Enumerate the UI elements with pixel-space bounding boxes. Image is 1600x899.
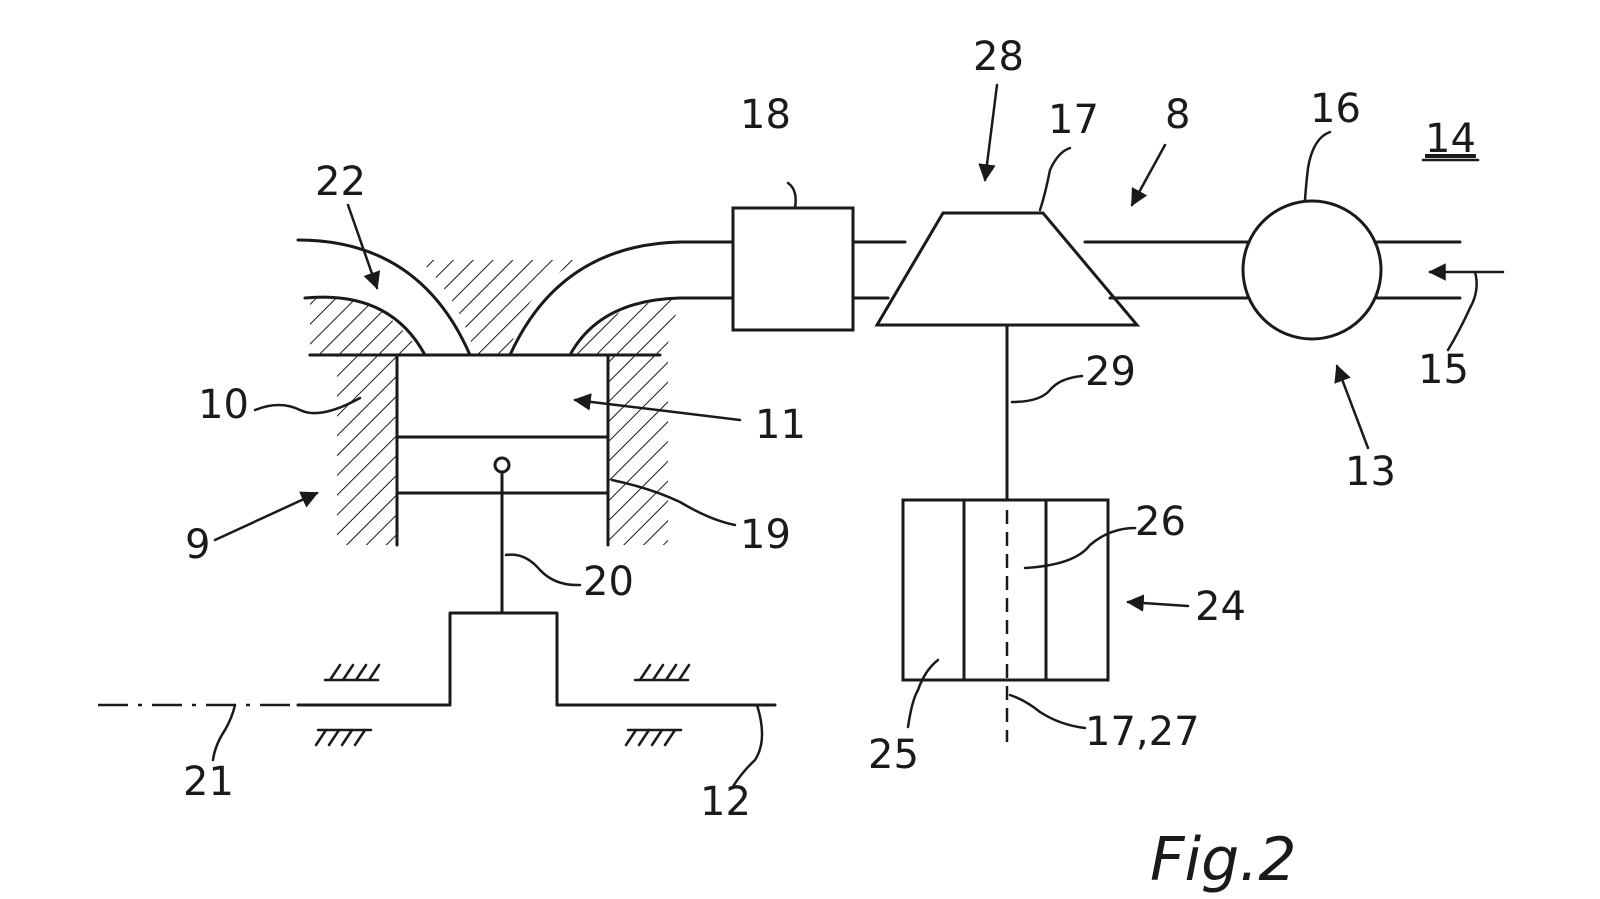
cylinder-wall-right bbox=[608, 355, 668, 545]
labels: 22 18 28 17 8 16 14 10 11 29 15 13 9 19 … bbox=[183, 34, 1480, 895]
piston-pin bbox=[493, 456, 511, 474]
label-18: 18 bbox=[740, 92, 791, 138]
label-9: 9 bbox=[185, 522, 210, 568]
cylinder-wall-left bbox=[337, 355, 397, 545]
label-17: 17 bbox=[1048, 97, 1099, 143]
component-18-box bbox=[731, 206, 855, 332]
label-14: 14 bbox=[1425, 116, 1476, 162]
label-24: 24 bbox=[1195, 584, 1246, 630]
label-28: 28 bbox=[973, 34, 1024, 80]
bearing-left bbox=[314, 663, 381, 747]
label-11: 11 bbox=[755, 402, 806, 448]
label-10: 10 bbox=[198, 382, 249, 428]
label-25: 25 bbox=[868, 732, 919, 778]
label-20: 20 bbox=[583, 559, 634, 605]
crankshaft bbox=[98, 611, 777, 747]
leaders bbox=[211, 83, 1505, 790]
label-21: 21 bbox=[183, 759, 234, 805]
air-filter bbox=[1241, 199, 1383, 341]
head-middle-section bbox=[420, 260, 580, 355]
label-16: 16 bbox=[1310, 86, 1361, 132]
label-26: 26 bbox=[1135, 499, 1186, 545]
label-15: 15 bbox=[1418, 347, 1469, 393]
label-8: 8 bbox=[1165, 92, 1190, 138]
label-19: 19 bbox=[740, 512, 791, 558]
electric-machine bbox=[901, 498, 1110, 742]
head-left-section bbox=[310, 297, 415, 355]
label-17-27: 17,27 bbox=[1085, 709, 1200, 755]
compressor bbox=[874, 211, 1141, 327]
label-13: 13 bbox=[1345, 449, 1396, 495]
label-22: 22 bbox=[315, 159, 366, 205]
head-right-section bbox=[570, 298, 680, 355]
figure-caption: Fig.2 bbox=[1150, 825, 1297, 895]
intake-pipe bbox=[731, 199, 1462, 502]
cylinder bbox=[337, 353, 668, 615]
label-29: 29 bbox=[1085, 349, 1136, 395]
label-12: 12 bbox=[700, 779, 751, 825]
cylinder-head bbox=[310, 260, 680, 355]
bearing-right bbox=[624, 663, 691, 747]
